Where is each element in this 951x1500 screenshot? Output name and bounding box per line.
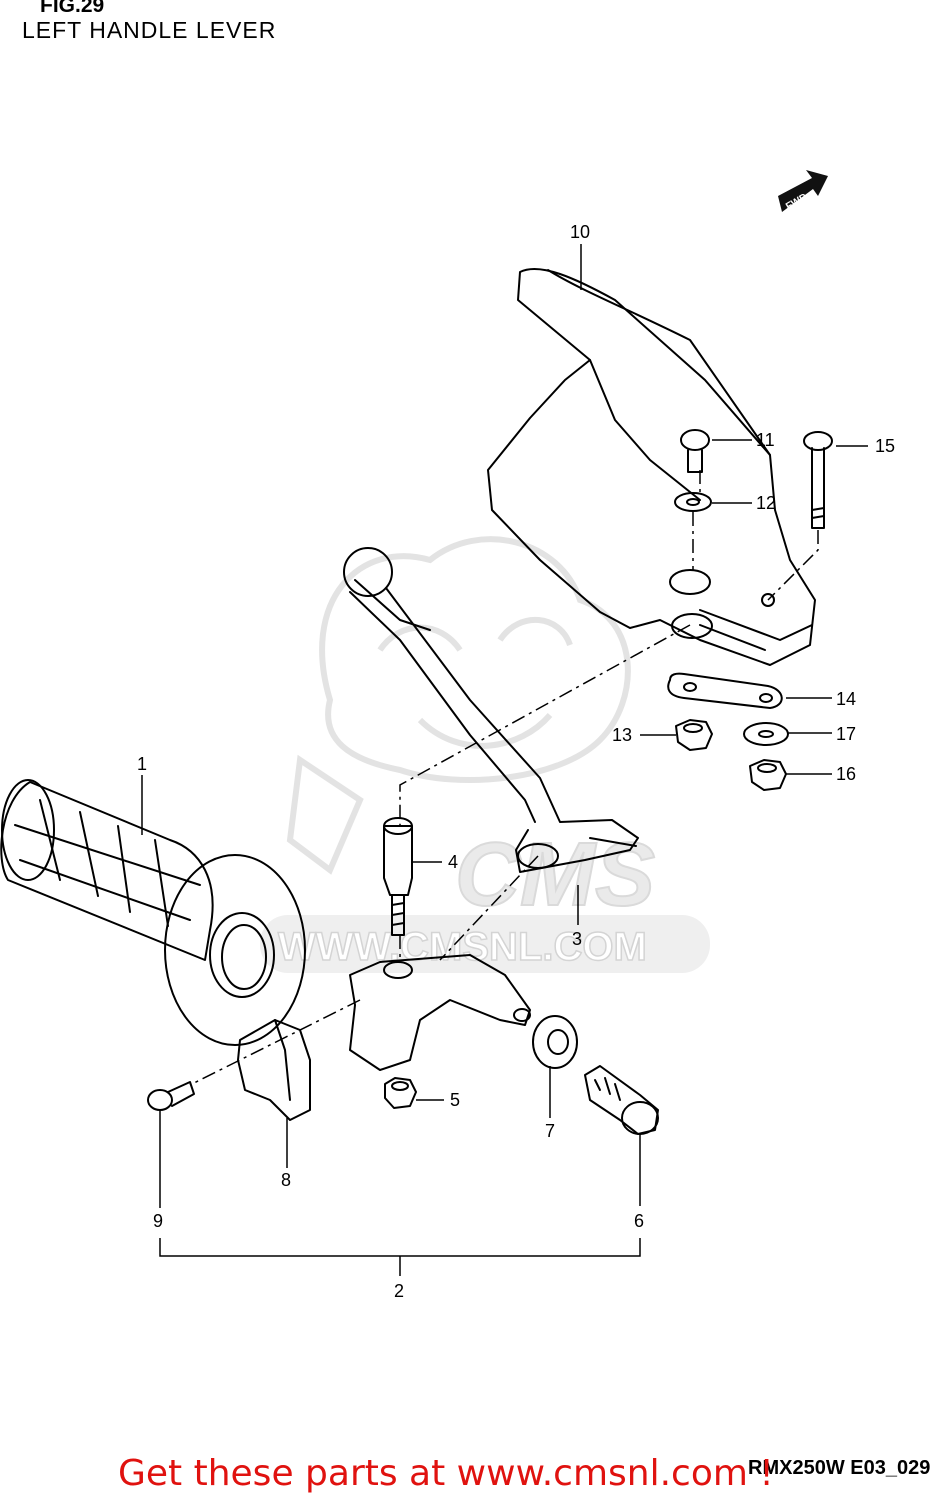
lever xyxy=(343,547,639,873)
washer-17 xyxy=(743,722,789,746)
callout-12: 12 xyxy=(756,493,776,513)
screw-11 xyxy=(680,429,710,473)
alignment-lines xyxy=(189,470,819,1086)
figure-number: FIG.29 xyxy=(40,0,105,17)
callout-9: 9 xyxy=(153,1211,163,1231)
callout-8: 8 xyxy=(281,1170,291,1190)
callout-16: 16 xyxy=(836,764,856,784)
leader-lines xyxy=(141,244,868,1276)
callout-17: 17 xyxy=(836,724,856,744)
callout-5: 5 xyxy=(450,1090,460,1110)
callout-7: 7 xyxy=(545,1121,555,1141)
callout-1: 1 xyxy=(137,754,147,774)
nut-13 xyxy=(675,719,713,751)
nut-5 xyxy=(384,1077,417,1109)
cta-link[interactable]: Get these parts at www.cmsnl.com ! xyxy=(118,1453,774,1494)
diagram-code: RMX250W E03_029 xyxy=(748,1457,931,1479)
callout-15: 15 xyxy=(875,436,895,456)
plate-14 xyxy=(667,672,783,709)
watermark-banner xyxy=(260,915,710,973)
callout-10: 10 xyxy=(570,222,590,242)
callout-11: 11 xyxy=(756,430,775,450)
callout-4: 4 xyxy=(448,852,458,872)
grip xyxy=(0,779,306,1046)
watermark-site: WWW.CMSNL.COM xyxy=(278,925,647,969)
callout-3: 3 xyxy=(572,929,582,949)
figure-title: LEFT HANDLE LEVER xyxy=(22,17,277,43)
lever-bracket xyxy=(349,954,531,1071)
clamp xyxy=(237,1019,311,1121)
screw xyxy=(147,1081,195,1111)
bolt-15 xyxy=(803,431,833,529)
watermark-logo-letters: CMS xyxy=(455,825,655,925)
fwd-arrow-icon: FWD xyxy=(778,170,828,213)
pivot-bolt xyxy=(383,817,413,936)
callout-13: 13 xyxy=(612,725,632,745)
nut-16 xyxy=(749,759,787,791)
callout-2: 2 xyxy=(394,1281,404,1301)
callout-labels: 1 2 3 4 5 6 7 8 9 10 11 12 13 14 15 16 1… xyxy=(137,222,895,1301)
hand-guard xyxy=(487,268,816,666)
callout-6: 6 xyxy=(634,1211,644,1231)
locknut xyxy=(532,1015,578,1069)
washer-12 xyxy=(674,492,712,512)
callout-14: 14 xyxy=(836,689,856,709)
cable-adjuster xyxy=(584,1065,659,1135)
